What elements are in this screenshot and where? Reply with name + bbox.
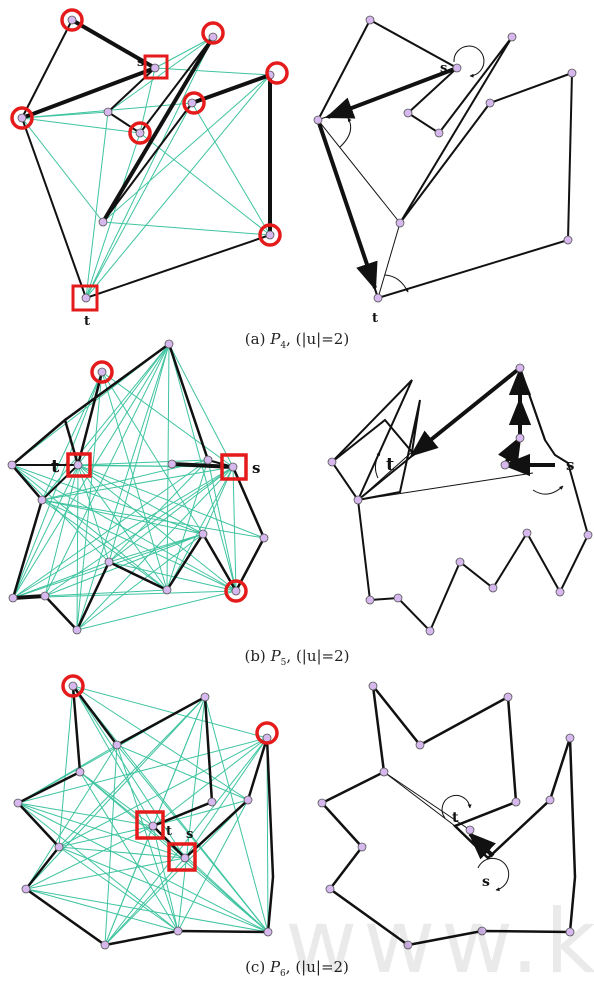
caption-a-sub: 4 bbox=[280, 341, 287, 351]
caption-c-u: (|u|=2) bbox=[295, 958, 349, 976]
panel-b-right-label-s: s bbox=[566, 456, 574, 474]
caption-c-letter: (c) bbox=[245, 958, 266, 976]
panel-c-right-polygon bbox=[319, 681, 577, 947]
panel-c-right-label-s: s bbox=[482, 874, 490, 890]
panel-c-label-t: t bbox=[166, 824, 172, 839]
panel-a-vertices bbox=[17, 15, 275, 303]
panel-a-right-label-t: t bbox=[372, 311, 378, 326]
panel-a-visibility-lines bbox=[21, 36, 271, 299]
panel-c-visibility-lines bbox=[17, 685, 269, 946]
panel-b-left: t s bbox=[7, 339, 269, 635]
panel-a-highlight-circles bbox=[10, 8, 289, 247]
panel-b-highlights bbox=[66, 360, 248, 603]
caption-c-sub: 6 bbox=[280, 969, 286, 979]
panel-a-right-path bbox=[316, 66, 458, 291]
panel-b-right-thin bbox=[357, 451, 564, 501]
caption-a-u: (|u|=2) bbox=[295, 330, 350, 348]
caption-b-p: P bbox=[270, 647, 281, 665]
panel-b-visibility-lines bbox=[11, 343, 265, 631]
panel-c-polygon bbox=[15, 681, 275, 947]
caption-b: (b) P5, (|u|=2) bbox=[244, 647, 350, 668]
panel-c-right-path bbox=[467, 832, 496, 860]
panel-b-label-s: s bbox=[252, 459, 260, 477]
caption-a: (a) P4, (|u|=2) bbox=[244, 330, 350, 351]
panel-c-label-s: s bbox=[186, 827, 193, 842]
panel-b-vertices bbox=[7, 339, 269, 635]
panel-c-right-label-t: t bbox=[452, 810, 459, 826]
caption-c: (c) P6, (|u|=2) bbox=[245, 958, 349, 979]
panel-c-left: t s bbox=[13, 674, 279, 950]
caption-a-p: P bbox=[270, 330, 281, 348]
panel-a-highlight-squares bbox=[71, 54, 169, 312]
panel-a-polygon bbox=[20, 18, 271, 300]
panel-a-heavy-edges bbox=[21, 18, 272, 235]
panel-c-vertices bbox=[13, 681, 273, 950]
panel-a-label-s: s bbox=[137, 55, 144, 70]
panel-c-right: t s bbox=[317, 681, 577, 950]
caption-b-sub: 5 bbox=[280, 658, 287, 668]
panel-c-highlights bbox=[61, 674, 279, 872]
panel-b-right-polygon bbox=[330, 366, 590, 633]
caption-a-letter: (a) bbox=[244, 330, 266, 348]
caption-b-letter: (b) bbox=[244, 647, 266, 665]
panel-c-right-thin bbox=[383, 771, 510, 892]
panel-b-label-t: t bbox=[51, 456, 60, 477]
watermark: www.k bbox=[285, 890, 594, 993]
panel-a-right: s t bbox=[313, 15, 577, 326]
panel-b-right-label-t: t bbox=[386, 454, 395, 475]
panel-b-right-vertices bbox=[327, 363, 593, 636]
panel-b-heavy-edge-2 bbox=[12, 594, 46, 600]
panel-a-label-t: t bbox=[84, 314, 90, 329]
panel-a-right-label-s: s bbox=[440, 61, 447, 76]
caption-c-p: P bbox=[269, 958, 281, 976]
panel-a-left: s t bbox=[10, 8, 289, 329]
panel-b-right-path bbox=[409, 366, 555, 477]
panel-c-right-vertices bbox=[317, 681, 575, 950]
panel-a-right-thin bbox=[317, 45, 485, 299]
panel-b-right: t s bbox=[327, 363, 593, 636]
caption-b-u: (|u|=2) bbox=[295, 647, 350, 665]
panel-a-right-vertices bbox=[313, 15, 577, 303]
